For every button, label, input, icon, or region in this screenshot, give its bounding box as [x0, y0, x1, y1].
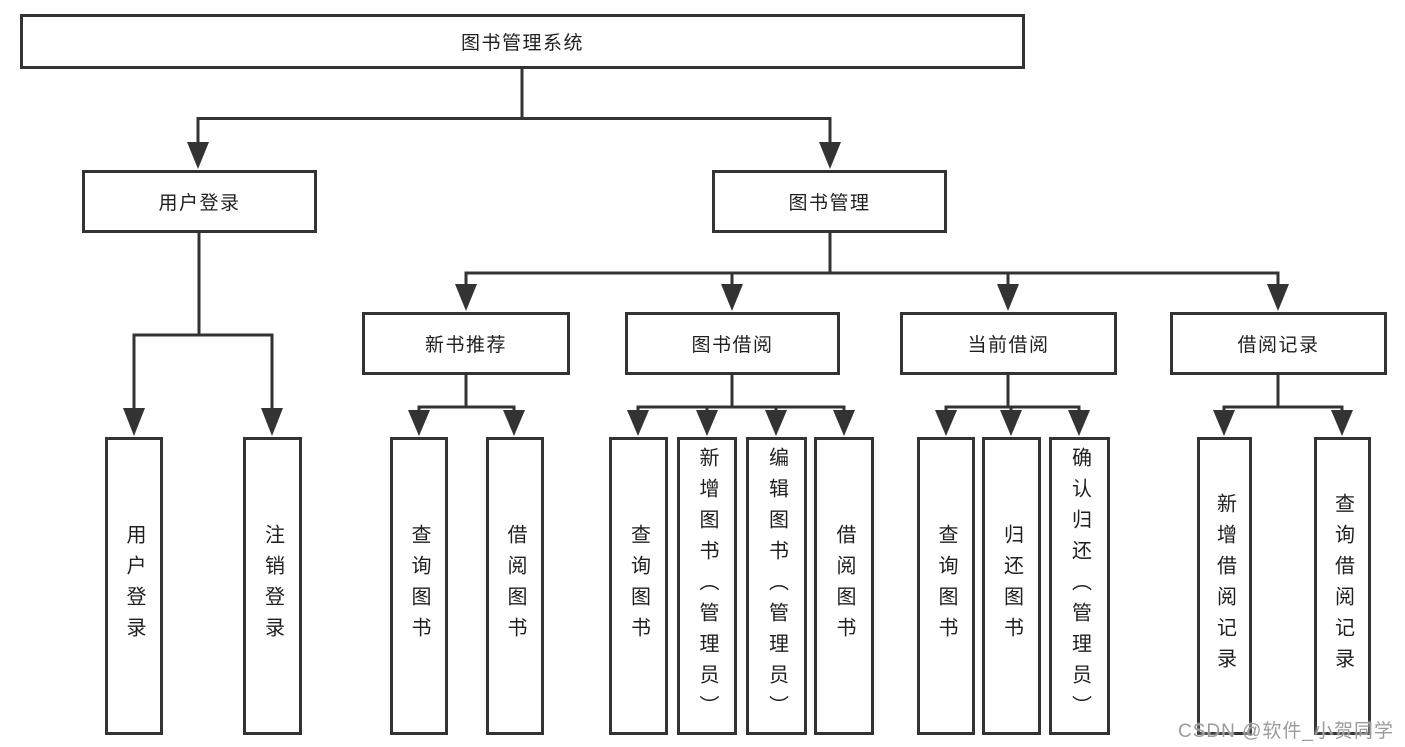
leaf-label: 查询图书 — [627, 524, 650, 648]
leaf-label: 查询图书 — [408, 524, 430, 648]
leaf-label: 查询图书 — [935, 524, 957, 648]
leaf-add-books-admin: 新增图书（管理员） — [677, 437, 737, 735]
leaf-user-login: 用户登录 — [105, 437, 163, 735]
node-borrowing-records: 借阅记录 — [1170, 312, 1387, 375]
leaf-logout: 注销登录 — [243, 437, 302, 735]
leaf-edit-books-admin: 编辑图书（管理员） — [746, 437, 807, 735]
leaf-label: 归还图书 — [1000, 524, 1023, 648]
leaf-label: 用户登录 — [123, 524, 145, 648]
node-user-login: 用户登录 — [82, 170, 317, 233]
leaf-borrow-books: 借阅图书 — [814, 437, 874, 735]
leaf-label: 注销登录 — [261, 524, 284, 648]
leaf-label: 新增借阅记录 — [1213, 493, 1236, 679]
leaf-query-books-recommend: 查询图书 — [390, 437, 448, 735]
leaf-label: 查询借阅记录 — [1331, 493, 1354, 679]
leaf-label: 借阅图书 — [833, 524, 855, 648]
csdn-watermark: CSDN @软件_小贺同学 — [1178, 721, 1394, 742]
leaf-label: 新增图书（管理员） — [696, 446, 718, 726]
leaf-confirm-return-admin: 确认归还（管理员） — [1049, 437, 1110, 735]
node-root-library-system: 图书管理系统 — [20, 14, 1025, 69]
leaf-return-books: 归还图书 — [982, 437, 1041, 735]
leaf-query-books-borrowing: 查询图书 — [609, 437, 668, 735]
leaf-query-books-current: 查询图书 — [917, 437, 975, 735]
leaf-borrow-books-recommend: 借阅图书 — [486, 437, 544, 735]
leaf-add-borrow-record: 新增借阅记录 — [1197, 437, 1252, 735]
leaf-query-borrow-record: 查询借阅记录 — [1314, 437, 1371, 735]
node-current-borrowing: 当前借阅 — [900, 312, 1117, 375]
leaf-label: 确认归还（管理员） — [1068, 446, 1091, 726]
node-new-book-recommend: 新书推荐 — [362, 312, 570, 375]
leaf-label: 借阅图书 — [504, 524, 526, 648]
leaf-label: 编辑图书（管理员） — [765, 446, 788, 726]
node-book-management: 图书管理 — [712, 170, 947, 233]
node-book-borrowing: 图书借阅 — [625, 312, 840, 375]
